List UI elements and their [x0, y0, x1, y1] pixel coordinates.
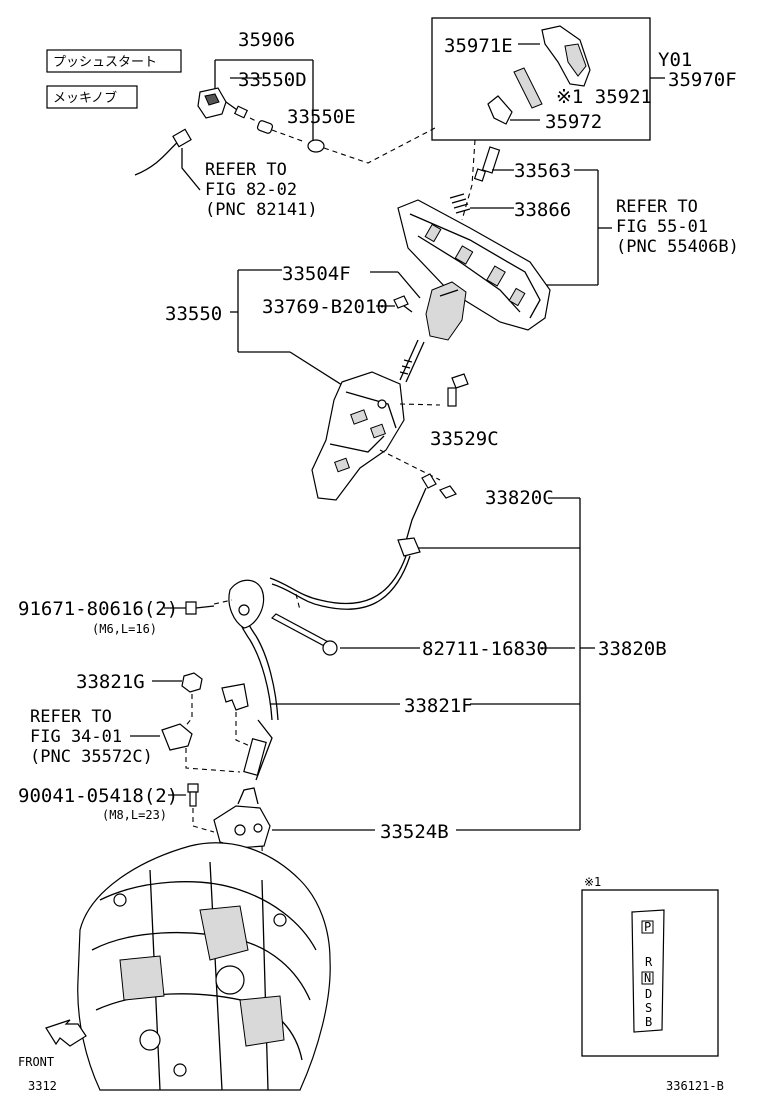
label-33821F: 33821F: [404, 695, 473, 717]
spring-33866: [449, 193, 471, 214]
transaxle-illustration: [77, 842, 331, 1091]
inset-mark: ※1: [584, 875, 601, 889]
label-33820B: 33820B: [598, 638, 667, 660]
bolt-33529C: [447, 373, 469, 407]
bulb-33550D: [256, 120, 274, 134]
label-33524B: 33524B: [380, 821, 449, 843]
label-35921: ※1 35921: [556, 86, 652, 108]
figure-number: 3312: [28, 1079, 57, 1093]
shift-knob-33504F: [425, 281, 467, 341]
bolt-90041: [187, 783, 199, 807]
knob-cover-35971E: [541, 25, 591, 87]
wire-harness: [134, 128, 201, 191]
shift-switch-connector: [197, 87, 249, 119]
front-label: FRONT: [18, 1055, 54, 1069]
bracket-33820B: [270, 497, 595, 831]
clamp-82711: [271, 613, 338, 656]
label-33563: 33563: [514, 160, 571, 182]
indicator-plate-35921: [513, 67, 543, 109]
inset-position-S: S: [645, 1001, 652, 1015]
inset-indicator-plate: P R N D S B: [631, 909, 665, 1033]
inset-position-B: B: [645, 1015, 652, 1029]
label-35972: 35972: [545, 111, 602, 133]
bracket-33524B: [213, 787, 271, 849]
label-90041: 90041-05418(2): [18, 785, 178, 807]
label-91671-spec: (M6,L=16): [92, 622, 157, 636]
label-33550: 33550: [165, 303, 222, 325]
screw-33769: [393, 295, 413, 313]
bracket-fig55: [540, 169, 612, 286]
console-indicator-housing: [397, 199, 551, 331]
bracket-33550: [230, 269, 421, 386]
cap-33550E: [307, 139, 325, 153]
label-90041-spec: (M8,L=23): [102, 808, 167, 822]
rod-33563: [473, 146, 501, 182]
label-35970F: 35970F: [668, 69, 737, 91]
tag-plated-knob: メッキノブ: [46, 85, 138, 109]
knob-assy-box: [431, 17, 651, 141]
ref-fig-55: REFER TO FIG 55-01 (PNC 55406B): [616, 197, 739, 257]
svg-text:REFER TO: REFER TO: [205, 160, 287, 180]
shift-lever-base-33550: [311, 371, 405, 501]
label-82711: 82711-16830: [422, 638, 548, 660]
bracket-fig34-part: [161, 723, 193, 751]
svg-text:(PNC 55406B): (PNC 55406B): [616, 237, 739, 257]
label-33550E: 33550E: [287, 106, 356, 128]
label-91671: 91671-80616(2): [18, 598, 178, 620]
clip-33821F: [221, 683, 249, 711]
svg-text:プッシュスタート: プッシュスタート: [53, 55, 157, 70]
tag-push-start: プッシュスタート: [46, 49, 182, 73]
label-35971E: 35971E: [444, 35, 513, 57]
button-35972: [487, 95, 513, 125]
svg-text:(PNC 35572C): (PNC 35572C): [30, 747, 153, 767]
label-33866: 33866: [514, 199, 571, 221]
drawing-number: 336121-B: [666, 1079, 724, 1093]
label-33504F: 33504F: [282, 263, 351, 285]
svg-text:FIG 55-01: FIG 55-01: [616, 217, 708, 237]
svg-text:REFER TO: REFER TO: [616, 197, 698, 217]
svg-text:FIG 82-02: FIG 82-02: [205, 180, 297, 200]
nut-33821G: [181, 672, 203, 693]
front-arrow-icon: [45, 1019, 87, 1047]
label-33769: 33769-B2010: [262, 296, 388, 318]
svg-text:FIG 34-01: FIG 34-01: [30, 727, 122, 747]
label-33529C: 33529C: [430, 428, 499, 450]
svg-text:REFER TO: REFER TO: [30, 707, 112, 727]
svg-text:(PNC 82141): (PNC 82141): [205, 200, 318, 220]
label-Y01: Y01: [658, 49, 692, 71]
label-33821G: 33821G: [76, 671, 145, 693]
inset-position-D: D: [645, 987, 652, 1001]
label-33550D: 33550D: [238, 69, 307, 91]
shift-cable: [228, 473, 437, 781]
lever-shaft: [399, 339, 425, 383]
inset-position-N: N: [644, 971, 651, 985]
ref-fig-34: REFER TO FIG 34-01 (PNC 35572C): [30, 707, 153, 767]
inset-position-R: R: [645, 955, 653, 969]
label-35906: 35906: [238, 29, 295, 51]
clip-33820C: [439, 485, 457, 499]
ref-fig-82: REFER TO FIG 82-02 (PNC 82141): [205, 160, 318, 220]
inset-position-P: P: [644, 920, 651, 934]
label-33820C: 33820C: [485, 487, 554, 509]
bolt-91671: [185, 601, 215, 615]
svg-text:メッキノブ: メッキノブ: [53, 90, 117, 106]
bracket-35906: [214, 59, 314, 140]
